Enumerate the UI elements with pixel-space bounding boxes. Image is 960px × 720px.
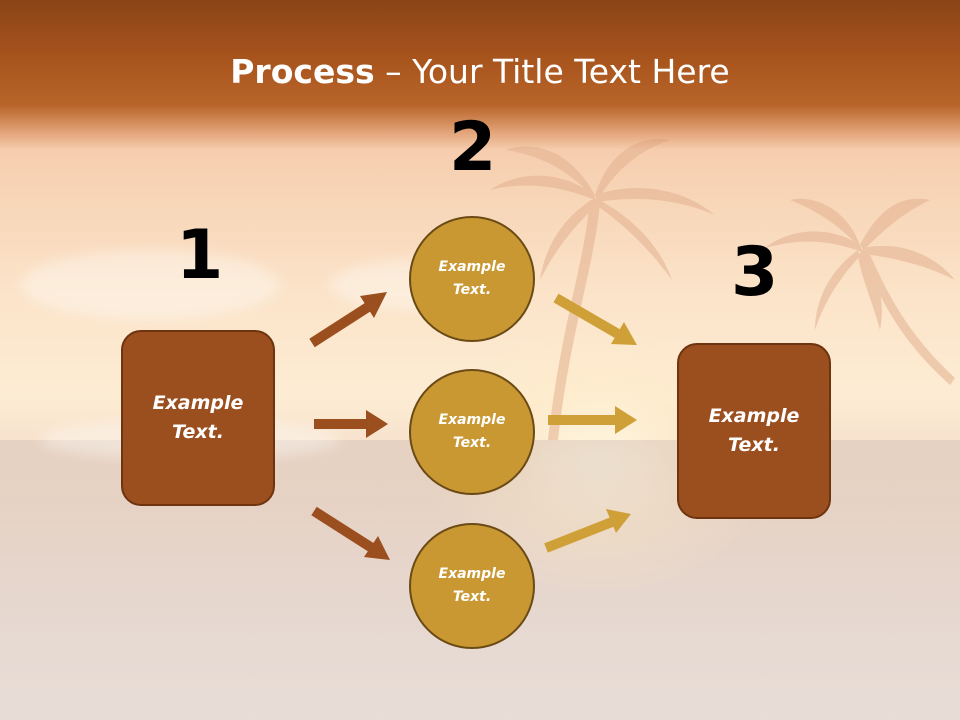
title-bold: Process	[230, 52, 375, 91]
circle-top-text: Example Text.	[438, 259, 506, 298]
step-number-1: 1	[176, 216, 224, 295]
title-rest: – Your Title Text Here	[374, 52, 730, 91]
arrow-circle-middle-to-box3	[548, 406, 637, 434]
step-1-box: Example Text.	[121, 330, 275, 506]
step-2-circle-top: Example Text.	[409, 216, 535, 342]
circle-middle-text: Example Text.	[438, 412, 506, 451]
slide-title: Process – Your Title Text Here	[0, 52, 960, 91]
arrow-circle-top-to-box3	[553, 293, 637, 345]
cloud	[20, 250, 280, 320]
step-number-3: 3	[731, 233, 779, 312]
step-number-2: 2	[449, 108, 497, 187]
step-2-circle-bottom: Example Text.	[409, 523, 535, 649]
arrow-box1-to-circle-middle	[314, 410, 388, 438]
step-3-text: Example Text.	[708, 405, 800, 456]
step-2-circle-middle: Example Text.	[409, 369, 535, 495]
step-3-box: Example Text.	[677, 343, 831, 519]
circle-bottom-text: Example Text.	[438, 566, 506, 605]
arrow-box1-to-circle-top	[309, 292, 387, 348]
title-bar	[0, 0, 960, 150]
arrow-box1-to-circle-bottom	[311, 506, 390, 560]
step-1-text: Example Text.	[152, 392, 244, 443]
arrow-circle-bottom-to-box3	[544, 509, 631, 553]
